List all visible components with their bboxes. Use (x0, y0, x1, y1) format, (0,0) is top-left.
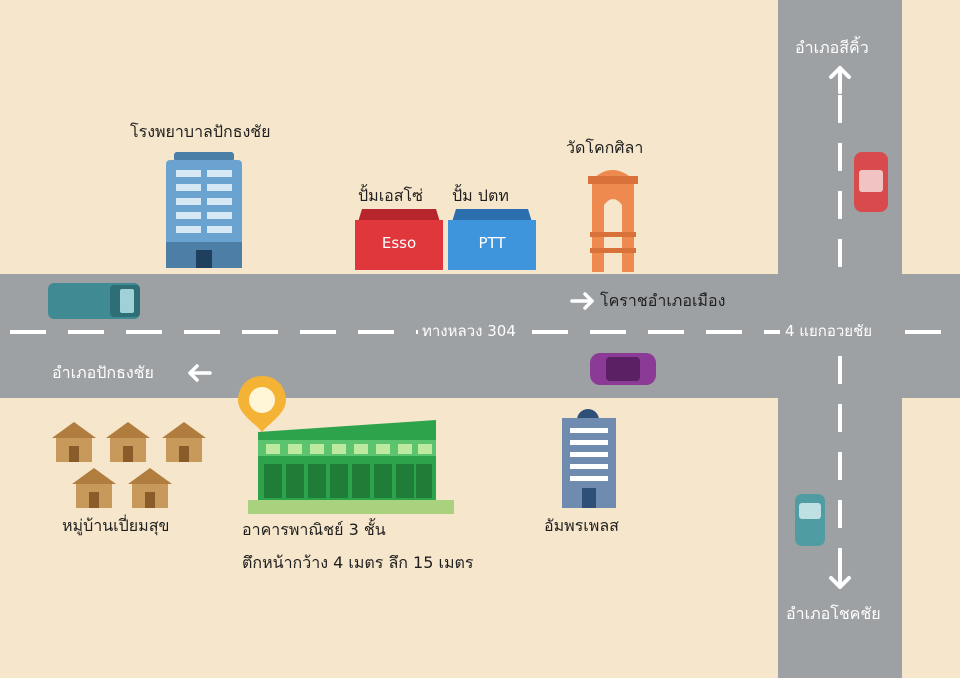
car-icon-red (854, 152, 888, 212)
arrow-left-icon (188, 364, 212, 382)
village-label: หมู่บ้านเปี่ยมสุข (62, 516, 170, 535)
esso-station-label: ปั้มเอสโซ่ (358, 186, 423, 205)
car-icon-teal (795, 494, 825, 546)
location-pin-icon (238, 376, 286, 432)
to-korat-label: โคราชอำเภอเมือง (600, 291, 726, 310)
arrow-down-icon (829, 563, 851, 589)
esso-sign: Esso (381, 234, 417, 252)
shophouse-icon (248, 420, 454, 514)
to-pakthongchai-label: อำเภอปักธงชัย (52, 363, 154, 382)
amporn-label: อัมพรเพลส (544, 516, 619, 535)
temple-gate-icon (588, 170, 638, 272)
ptt-station-icon (448, 209, 536, 270)
shophouse-size-label: ตึกหน้ากว้าง 4 เมตร ลึก 15 เมตร (242, 553, 474, 572)
shophouse-title-label: อาคารพาณิชย์ 3 ชั้น (242, 520, 386, 539)
temple-label: วัดโคกศิลา (566, 138, 644, 157)
arrow-right-icon (570, 292, 594, 310)
intersection-label: 4 แยกอวยชัย (781, 321, 877, 341)
house-icon (52, 422, 206, 508)
car-icon-truck (48, 283, 140, 319)
ptt-sign: PTT (478, 234, 506, 252)
highway-label: ทางหลวง 304 (418, 321, 520, 341)
chokchai-label: อำเภอโชคชัย (786, 604, 881, 623)
sikhio-label: อำเภอสีคิ้ว (795, 38, 869, 57)
amporn-tower-icon (562, 409, 616, 508)
office-tower-icon (166, 152, 242, 268)
car-icon-purple (590, 353, 656, 385)
esso-station-icon (355, 209, 443, 270)
hospital-label: โรงพยาบาลปักธงชัย (130, 122, 271, 141)
ptt-station-label: ปั้ม ปตท (452, 186, 509, 205)
arrow-up-icon (829, 66, 851, 94)
